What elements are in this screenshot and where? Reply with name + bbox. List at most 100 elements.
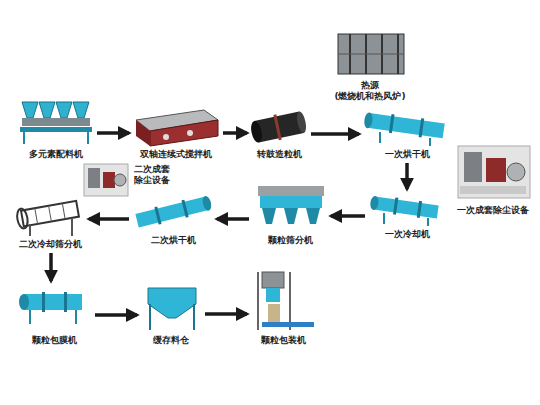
bar <box>62 203 65 219</box>
leg <box>71 218 73 236</box>
conveyor <box>262 322 314 327</box>
batching-machine <box>20 102 92 144</box>
machine-label: 一次成套除尘设备 <box>457 205 529 216</box>
flow-arrow <box>223 131 247 135</box>
label-group: 多元素配料机 <box>29 149 83 160</box>
cover <box>258 186 324 196</box>
machine-node: 二次烘干机 <box>132 192 214 246</box>
chute <box>262 208 276 224</box>
flow-arrow <box>89 217 129 221</box>
machine-node: 一次成套除尘设备 <box>452 142 534 216</box>
machine-label: (燃烧机和热风炉) <box>334 91 405 102</box>
drum-end <box>249 120 263 144</box>
label-group: 一次烘干机 <box>385 149 430 160</box>
cooler <box>369 194 439 226</box>
machine-node: 热源(燃烧机和热风炉) <box>330 28 410 102</box>
buffer-bin <box>148 288 196 330</box>
machine-label: 二次成套 除尘设备 <box>134 164 176 186</box>
flow-arrow <box>49 253 53 281</box>
coating-machine <box>19 292 82 324</box>
bag <box>268 304 280 322</box>
machine-label: 颗粒包装机 <box>261 335 306 346</box>
ring <box>42 292 45 312</box>
dryer <box>135 194 213 230</box>
machine-node: 二次成套 除尘设备 <box>80 160 130 198</box>
machine-label: 一次烘干机 <box>385 149 430 160</box>
drum <box>24 294 82 310</box>
label-group: 转鼓造粒机 <box>257 149 302 160</box>
drum-end <box>201 195 212 211</box>
drum-end <box>19 294 29 310</box>
machine-label: 二次烘干机 <box>151 235 196 246</box>
machine-node: 二次冷却筛分机 <box>14 192 86 250</box>
dust-collector <box>458 146 530 198</box>
ring <box>64 292 67 312</box>
frame <box>289 272 291 330</box>
machine-node: 颗粒包装机 <box>250 266 316 346</box>
flow-arrow <box>205 312 247 316</box>
dust-collector <box>84 164 128 196</box>
cyclone <box>464 152 482 182</box>
machine-node: 转鼓造粒机 <box>250 106 308 160</box>
label-group: 一次成套除尘设备 <box>457 205 529 216</box>
dryer-drum <box>135 194 213 230</box>
granulator <box>249 109 308 146</box>
ring <box>273 114 281 140</box>
dryer <box>363 110 445 146</box>
flow-arrow <box>97 131 129 135</box>
ring <box>417 201 422 218</box>
photo-frame <box>458 146 530 198</box>
mixer-front <box>150 120 218 146</box>
leg <box>29 310 31 324</box>
cooling-screener <box>16 199 80 236</box>
heat-source <box>338 34 404 74</box>
leg <box>429 138 431 146</box>
chute <box>284 208 298 224</box>
ring <box>389 114 395 133</box>
machine-label: 热源 <box>334 80 405 91</box>
drum-end <box>295 111 307 134</box>
drum <box>260 196 322 208</box>
bar <box>35 208 38 224</box>
machine-node: 颗粒筛分机 <box>252 178 328 246</box>
cage-drum <box>16 199 80 229</box>
label-group: 二次冷却筛分机 <box>19 239 82 250</box>
hopper <box>39 102 55 118</box>
machine-label: 缓存料仓 <box>153 335 189 346</box>
base <box>460 186 526 194</box>
label-group: 缓存料仓 <box>153 335 189 346</box>
machine-node: 一次冷却机 <box>368 192 446 240</box>
dryer-drum <box>363 110 445 140</box>
flow-arrow <box>217 217 249 221</box>
flow-arrow <box>405 163 409 189</box>
packing-machine <box>258 272 314 330</box>
label-group: 颗粒筛分机 <box>268 235 313 246</box>
fan <box>486 158 506 182</box>
fan-housing <box>114 174 126 186</box>
machine-node: 一次烘干机 <box>362 108 452 160</box>
leg <box>379 132 381 143</box>
leg <box>29 224 31 236</box>
label-group: 二次成套 除尘设备 <box>134 164 176 186</box>
beam <box>338 54 404 55</box>
cooler-drum <box>369 194 439 220</box>
leg <box>87 132 89 144</box>
machine-label: 颗粒包膜机 <box>32 335 77 346</box>
drum-end <box>369 196 379 211</box>
leg <box>23 132 25 144</box>
machine-label: 转鼓造粒机 <box>257 149 302 160</box>
hopper <box>262 272 284 288</box>
drum <box>135 196 208 227</box>
label-group: 颗粒包膜机 <box>32 335 77 346</box>
machine-label: 双轴连续式搅拌机 <box>140 149 212 160</box>
label-group: 双轴连续式搅拌机 <box>140 149 212 160</box>
machine-label: 二次冷却筛分机 <box>19 239 82 250</box>
frame <box>22 118 90 126</box>
cage <box>21 201 79 226</box>
label-group: 热源(燃烧机和热风炉) <box>334 80 405 102</box>
machine-node: 缓存料仓 <box>140 282 202 346</box>
fan-housing <box>507 163 525 181</box>
mixer <box>136 110 218 146</box>
machine-label: 一次冷却机 <box>385 229 430 240</box>
